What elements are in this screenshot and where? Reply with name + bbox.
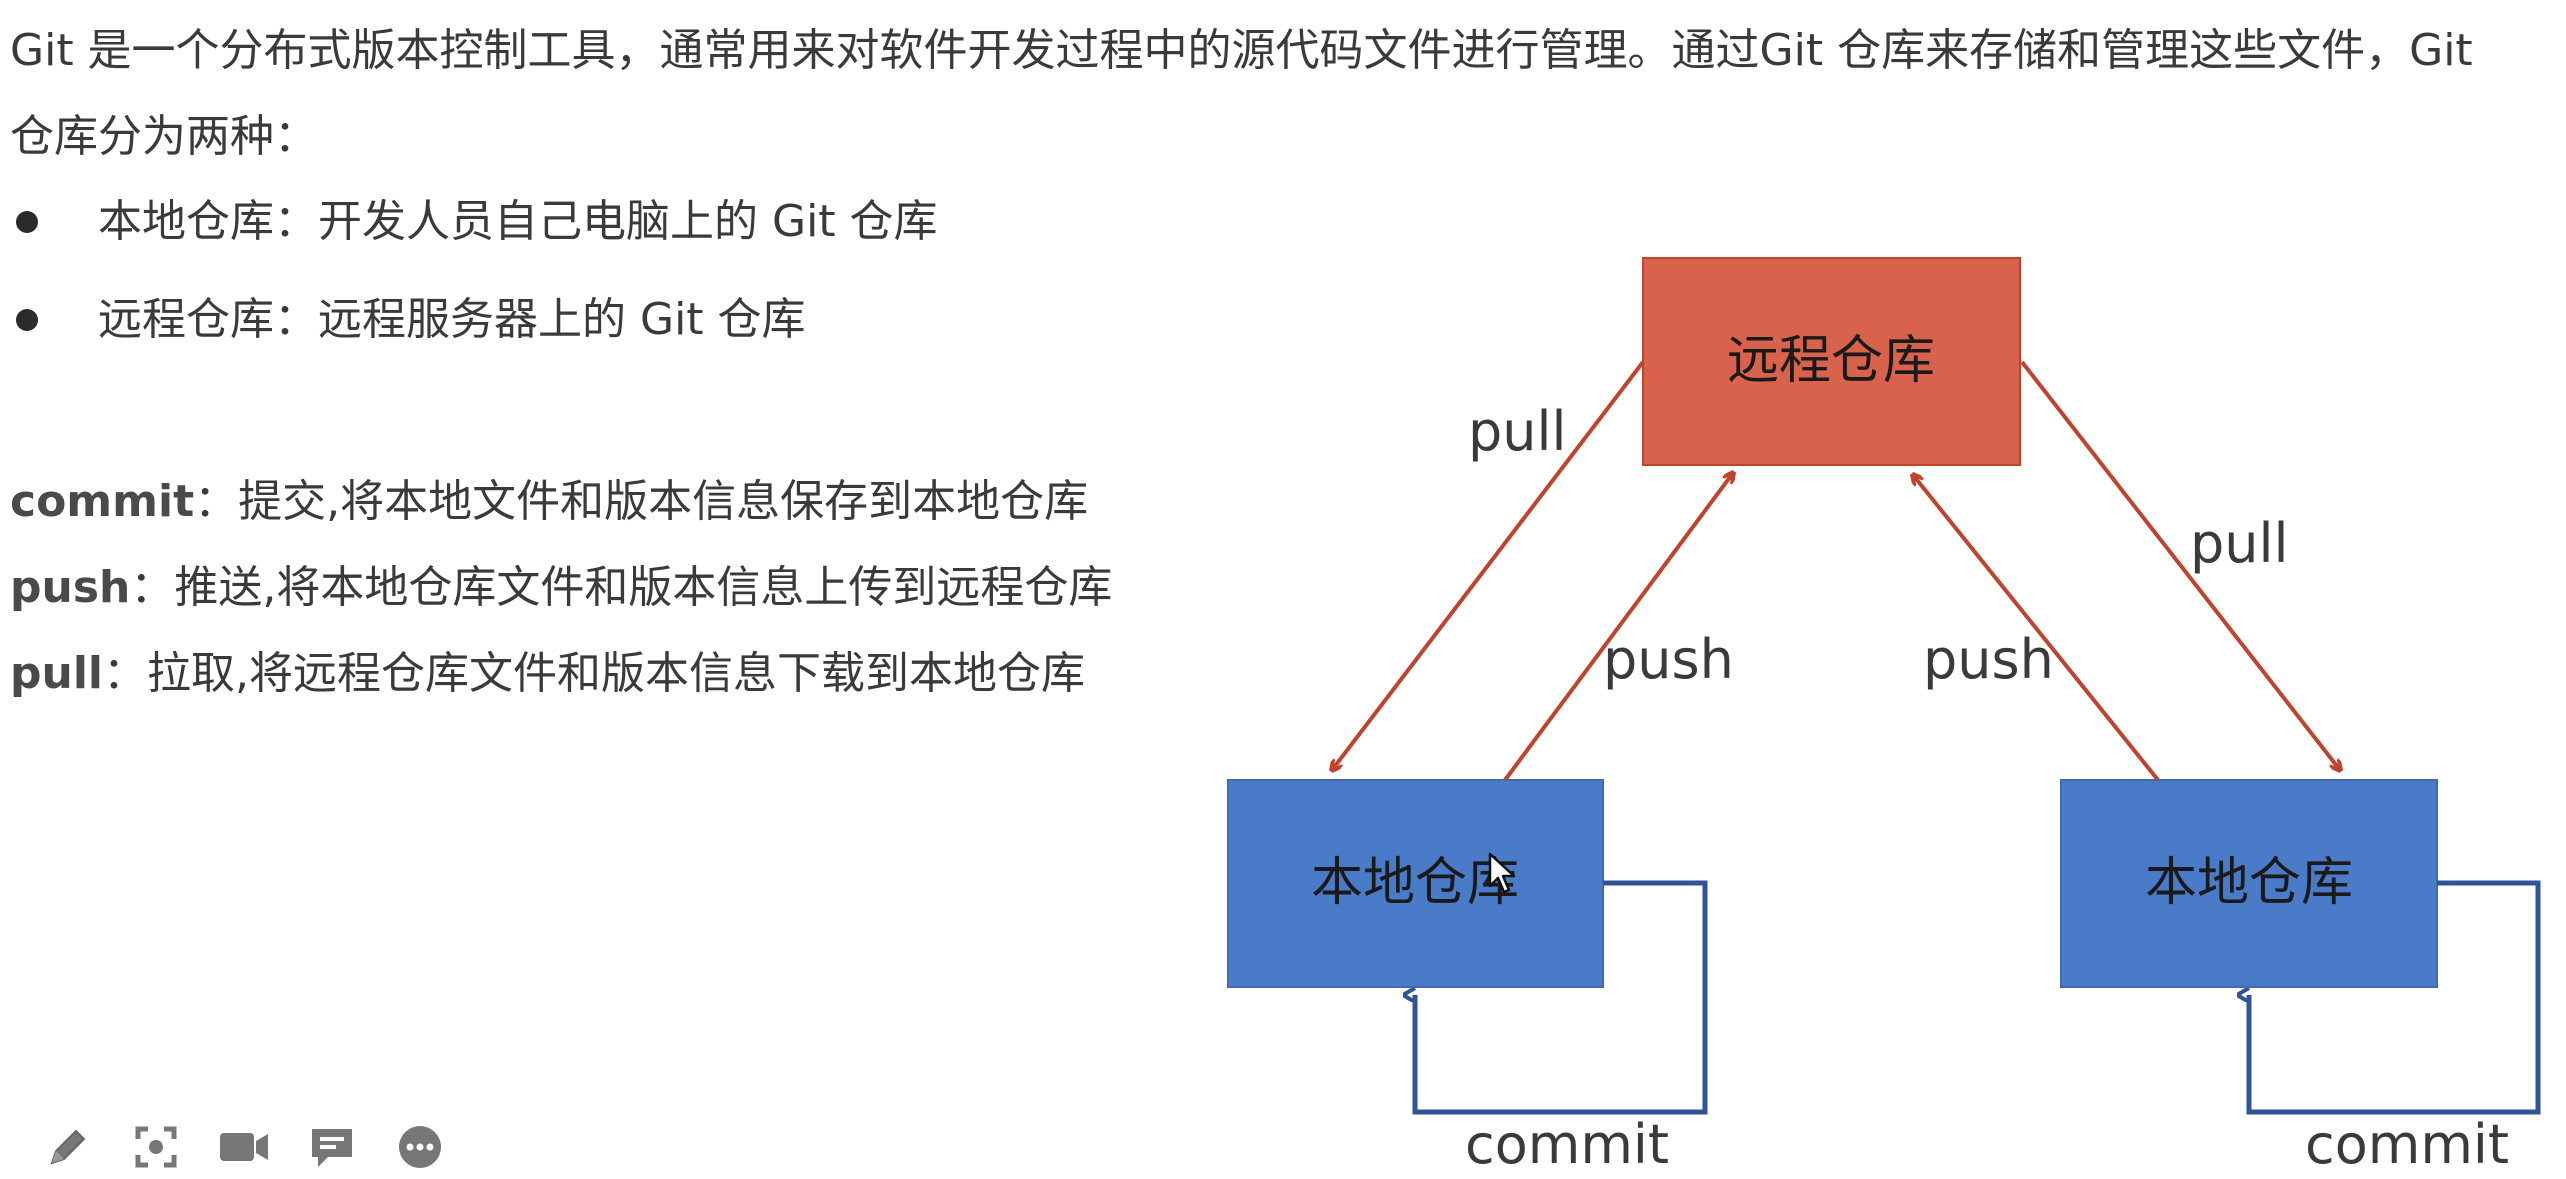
command-desc: ：提交,将本地文件和版本信息保存到本地仓库: [194, 476, 1089, 527]
push-right-arrow: [1913, 475, 2160, 782]
command-name: push: [10, 562, 131, 613]
mouse-cursor-icon: [1488, 852, 1516, 894]
bottom-toolbar: [0, 1115, 448, 1179]
screenshot-icon[interactable]: [128, 1119, 184, 1175]
command-commit: commit：提交,将本地文件和版本信息保存到本地仓库: [10, 472, 1088, 532]
command-desc: ：推送,将本地仓库文件和版本信息上传到远程仓库: [130, 562, 1113, 613]
command-name: commit: [10, 476, 195, 527]
local-repo-left-label: 本地仓库: [1311, 853, 1519, 913]
commit-right-label: commit: [2305, 1113, 2509, 1176]
bullet-text: 本地仓库：开发人员自己电脑上的 Git 仓库: [98, 196, 938, 247]
commit-right-loop: [2249, 880, 2541, 1115]
pen-icon[interactable]: [40, 1119, 96, 1175]
pull-right-label: pull: [2190, 512, 2289, 575]
bullet-remote-repo: 远程仓库：远程服务器上的 Git 仓库: [10, 290, 806, 350]
command-desc: ：拉取,将远程仓库文件和版本信息下载到本地仓库: [102, 648, 1085, 699]
local-repo-right-label: 本地仓库: [2145, 853, 2353, 913]
chat-icon[interactable]: [304, 1119, 360, 1175]
bullet-dot-icon: [16, 211, 38, 233]
bullet-text: 远程仓库：远程服务器上的 Git 仓库: [98, 294, 806, 345]
bullet-local-repo: 本地仓库：开发人员自己电脑上的 Git 仓库: [10, 192, 938, 252]
push-left-label: push: [1603, 628, 1734, 691]
local-repo-left-box: 本地仓库: [1227, 779, 1604, 988]
commit-left-loop: [1415, 880, 1708, 1115]
command-pull: pull：拉取,将远程仓库文件和版本信息下载到本地仓库: [10, 644, 1085, 704]
local-repo-right-box: 本地仓库: [2060, 779, 2438, 988]
pull-left-label: pull: [1468, 400, 1567, 463]
pull-right-arrow: [2020, 360, 2340, 770]
command-name: pull: [10, 648, 103, 699]
remote-repo-box: 远程仓库: [1642, 257, 2021, 466]
pull-left-arrow: [1332, 360, 1645, 770]
intro-paragraph: Git 是一个分布式版本控制工具，通常用来对软件开发过程中的源代码文件进行管理。…: [10, 25, 2473, 162]
commit-left-label: commit: [1465, 1113, 1669, 1176]
push-right-label: push: [1923, 628, 2054, 691]
command-push: push：推送,将本地仓库文件和版本信息上传到远程仓库: [10, 558, 1112, 618]
bullet-dot-icon: [16, 309, 38, 331]
more-icon[interactable]: [392, 1119, 448, 1175]
push-left-arrow: [1503, 473, 1733, 782]
camera-icon[interactable]: [216, 1119, 272, 1175]
remote-repo-label: 远程仓库: [1727, 331, 1935, 391]
